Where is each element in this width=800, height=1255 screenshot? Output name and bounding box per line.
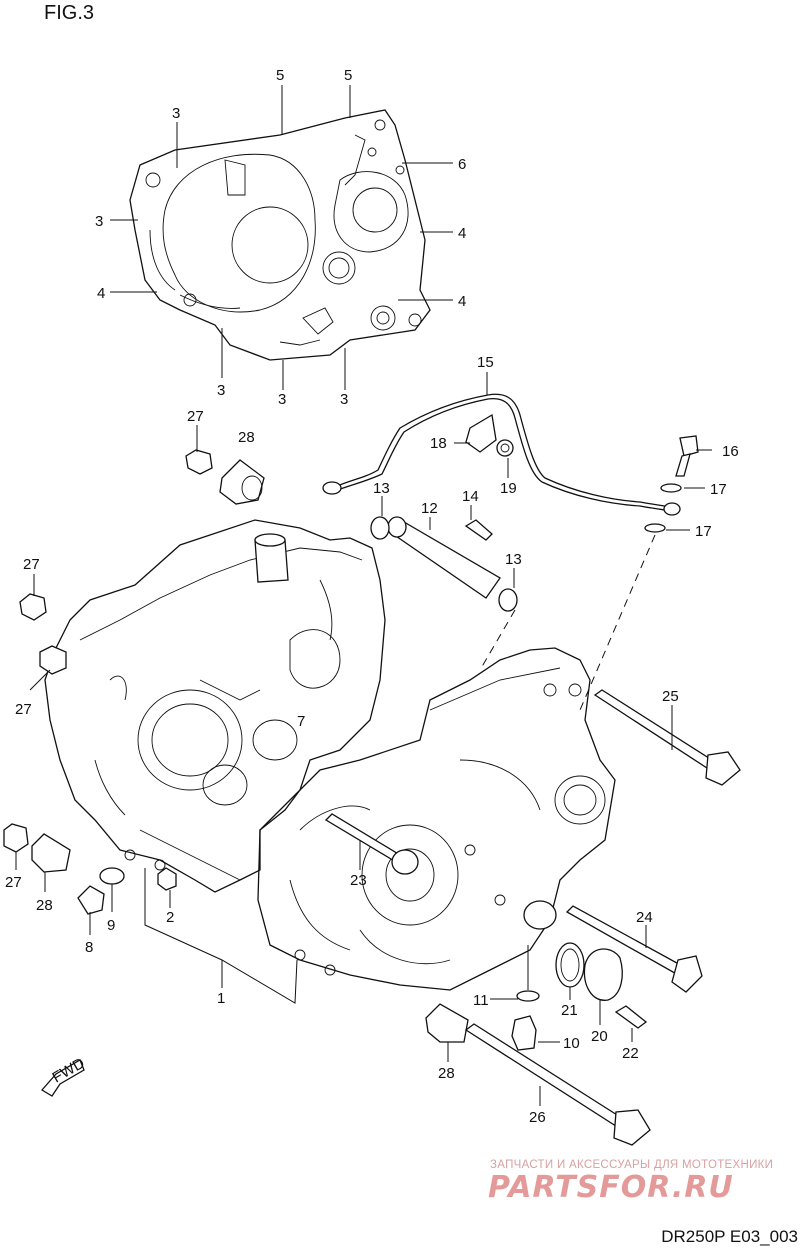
callout-3-c: 3: [217, 382, 225, 399]
washer-11: [516, 990, 540, 1002]
callout-4-c: 4: [458, 293, 466, 310]
callout-27-a: 27: [187, 408, 204, 425]
right-crankcase-half: [257, 647, 616, 991]
callout-13-b: 13: [505, 551, 522, 568]
callout-3-d: 3: [278, 391, 286, 408]
dowel-27-bottom: [3, 823, 29, 853]
left-crankcase-half: [44, 519, 386, 893]
callout-12: 12: [421, 500, 438, 517]
stud-23: [324, 813, 419, 875]
callout-28-b: 28: [36, 897, 53, 914]
callout-7: 7: [297, 713, 305, 730]
callout-25: 25: [662, 688, 679, 705]
callout-17-a: 17: [710, 481, 727, 498]
callout-1: 1: [217, 990, 225, 1007]
bushing-28-top: [219, 459, 265, 505]
bolt-22: [614, 1005, 648, 1029]
gasket-washer-17a: [660, 483, 682, 493]
callout-27-d: 27: [5, 874, 22, 891]
callout-3-e: 3: [340, 391, 348, 408]
callout-5-b: 5: [344, 67, 352, 84]
callout-17-b: 17: [695, 523, 712, 540]
callout-11: 11: [473, 992, 489, 1009]
banjo-bolt-16: [675, 435, 699, 477]
pipe-12: [387, 516, 501, 599]
gasket-washer-17b: [644, 523, 666, 533]
plate-20: [583, 948, 623, 1001]
callout-27-b: 27: [23, 556, 40, 573]
figure-code: DR250P E03_003: [661, 1227, 798, 1246]
bushing-28-bottom: [425, 1003, 469, 1043]
crankcase-gasket: [129, 109, 431, 361]
callout-10: 10: [563, 1035, 580, 1052]
callout-8: 8: [85, 939, 93, 956]
callout-28-c: 28: [438, 1065, 455, 1082]
gasket-9: [99, 867, 125, 885]
callout-16: 16: [722, 443, 739, 460]
callout-labels: 5 5 3 6 3 4 4 4 3 3 3 15 27 28 18 16 19 …: [5, 67, 739, 1126]
o-ring-21: [555, 942, 585, 988]
callout-6: 6: [458, 156, 466, 173]
watermark-tagline: ЗАПЧАСТИ И АКСЕССУАРЫ ДЛЯ МОТОТЕХНИКИ: [490, 1159, 774, 1171]
dowel-2: [157, 867, 177, 891]
o-ring-13a: [370, 516, 390, 540]
callout-22: 22: [622, 1045, 639, 1062]
forward-direction-arrow: FWD: [40, 1055, 88, 1097]
callout-5-a: 5: [276, 67, 284, 84]
callout-2: 2: [166, 909, 174, 926]
callout-27-c: 27: [15, 701, 32, 718]
stud-25: [593, 689, 741, 786]
callout-23: 23: [350, 872, 367, 889]
callout-4-a: 4: [458, 225, 466, 242]
stud-26: [464, 1023, 651, 1146]
callout-26: 26: [529, 1109, 546, 1126]
dowel-27-left-b: [39, 645, 67, 675]
plug-10: [511, 1015, 537, 1051]
dowel-27-left-a: [19, 593, 47, 621]
drain-plug-8: [77, 885, 105, 915]
o-ring-13b: [498, 588, 518, 612]
leader-lines: [15, 85, 712, 1106]
bolt-14: [464, 519, 493, 541]
watermark-logo: PARTSFOR.RU: [488, 1170, 734, 1205]
oil-pipe: [322, 393, 681, 516]
callout-3-b: 3: [95, 213, 103, 230]
callout-28-a: 28: [238, 429, 255, 446]
callout-18: 18: [430, 435, 447, 452]
callout-4-b: 4: [97, 285, 105, 302]
callout-20: 20: [591, 1028, 608, 1045]
fwd-marker-text: FWD: [50, 1055, 88, 1087]
bushing-28-left: [31, 833, 71, 873]
figure-title: FIG.3: [44, 2, 95, 24]
dowel-27-top: [185, 449, 213, 475]
callout-21: 21: [561, 1002, 578, 1019]
callout-13-a: 13: [373, 480, 390, 497]
callout-9: 9: [107, 917, 115, 934]
callout-19: 19: [500, 480, 517, 497]
callout-24: 24: [636, 909, 653, 926]
stud-24: [565, 905, 703, 993]
callout-15: 15: [477, 354, 494, 371]
callout-14: 14: [462, 488, 479, 505]
callout-3-a: 3: [172, 105, 180, 122]
